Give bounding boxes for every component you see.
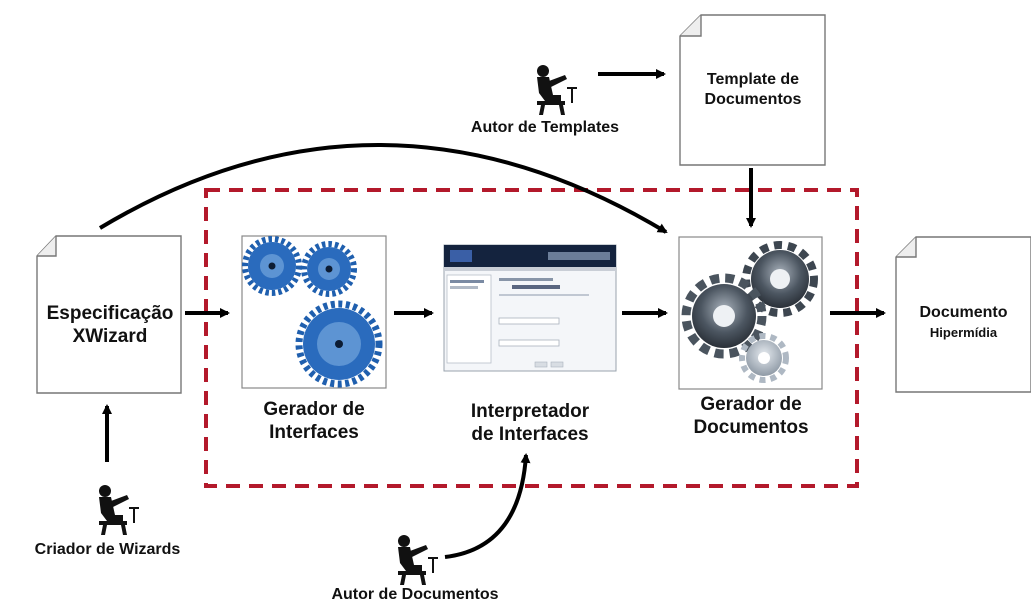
person-at-desk-icon [99, 485, 139, 535]
gray-gears-icon [681, 241, 818, 383]
interface-interpreter-line1: Interpretador [470, 401, 590, 422]
interface-generator-line2: Interfaces [269, 422, 359, 443]
interface-interpreter-label: Interpretador de Interfaces [440, 400, 620, 446]
spec-document-label: Especificação XWizard [38, 302, 182, 348]
interface-generator-label: Gerador de Interfaces [242, 398, 386, 444]
template-document [679, 14, 826, 166]
document-generator-line2: Documentos [693, 417, 809, 438]
output-line1: Documento [919, 304, 1008, 321]
application-window-icon [443, 244, 617, 372]
document-author-label: Autor de Documentos [331, 586, 499, 603]
interface-generator-box [241, 235, 387, 389]
system-boundary [204, 188, 859, 488]
spec-document [36, 235, 182, 394]
document-generator-label: Gerador de Documentos [672, 393, 830, 439]
output-document-label: Documento Hipermídia [896, 303, 1031, 343]
template-line2: Documentos [704, 91, 802, 108]
spec-line2: XWizard [72, 326, 148, 347]
template-line1: Template de [706, 71, 800, 88]
person-at-desk-icon [398, 535, 438, 585]
template-document-label: Template de Documentos [680, 70, 826, 110]
arrows [98, 69, 886, 559]
interface-generator-line1: Gerador de [263, 399, 365, 420]
person-at-desk-icon [537, 65, 577, 115]
output-line2: Hipermídia [929, 325, 998, 340]
output-document [895, 236, 1031, 393]
arrow-spec-to-docgen-curve [98, 143, 668, 234]
blue-gears-icon [242, 236, 383, 388]
template-author-label: Autor de Templates [470, 119, 620, 136]
document-generator-line1: Gerador de [700, 394, 802, 415]
document-generator-box [678, 236, 823, 390]
arrow-docauthor-to-interpreter [444, 453, 531, 559]
interface-interpreter-line2: de Interfaces [471, 424, 589, 445]
spec-line1: Especificação [46, 303, 174, 324]
wizard-creator-label: Criador de Wizards [34, 541, 181, 558]
